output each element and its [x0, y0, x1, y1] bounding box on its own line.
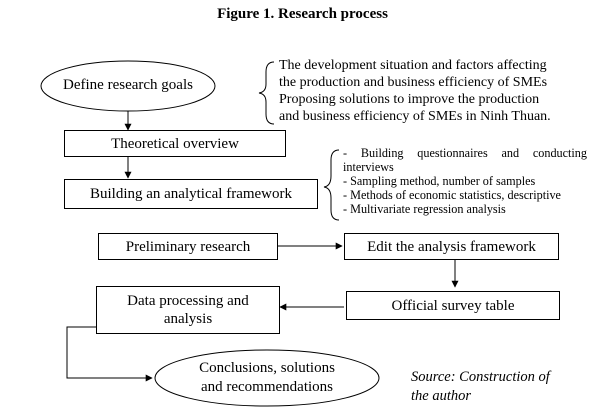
- framework-note-line-3: - Sampling method, number of samples: [343, 174, 536, 188]
- framework-note-line-2: interviews: [343, 160, 394, 174]
- framework-note-line-4: - Methods of economic statistics, descri…: [343, 188, 561, 202]
- framework-note-line-5: - Multivariate regression analysis: [343, 202, 506, 216]
- framework-note: - Building questionnaires and conducting…: [343, 146, 587, 216]
- official-survey-label: Official survey table: [391, 297, 515, 314]
- goals-note: The development situation and factors af…: [279, 57, 579, 125]
- define-goals-label: Define research goals: [63, 77, 193, 93]
- source-note: Source: Construction of the author: [411, 368, 601, 406]
- theoretical-overview-label: Theoretical overview: [111, 135, 239, 152]
- preliminary-research-label: Preliminary research: [125, 238, 251, 255]
- figure-title: Figure 1. Research process: [217, 6, 388, 22]
- data-processing-box: Data processing and analysis: [96, 286, 280, 334]
- source-line-2: the author: [411, 388, 472, 404]
- official-survey-box: Official survey table: [346, 291, 560, 320]
- conclusions-ellipse: [154, 349, 380, 407]
- data-processing-line-1: Data processing and: [127, 293, 249, 309]
- framework-note-brace: [323, 149, 340, 221]
- data-processing-line-2: analysis: [163, 311, 213, 327]
- source-line-1: Source: Construction of: [411, 369, 550, 385]
- goals-note-brace: [258, 61, 275, 125]
- theoretical-overview-box: Theoretical overview: [64, 130, 286, 157]
- framework-note-line-1: - Building questionnaires and conducting: [343, 146, 587, 160]
- edit-framework-label: Edit the analysis framework: [367, 238, 536, 255]
- goals-note-line-4: and business efficiency of SMEs in Ninh …: [279, 109, 551, 124]
- analytical-framework-label: Building an analytical framework: [89, 186, 293, 202]
- edit-framework-box: Edit the analysis framework: [344, 233, 559, 260]
- preliminary-research-box: Preliminary research: [98, 233, 278, 260]
- analytical-framework-box: Building an analytical framework: [64, 179, 318, 209]
- arrow-data-to-conclusions: [66, 326, 153, 382]
- goals-note-line-1: The development situation and factors af…: [279, 58, 547, 73]
- goals-note-line-3: Proposing solutions to improve the produ…: [279, 92, 540, 107]
- conclusions-line-2: and recommendations: [200, 379, 334, 395]
- conclusions-label: Conclusions, solutions and recommendatio…: [155, 359, 379, 397]
- conclusions-line-1: Conclusions, solutions: [199, 360, 335, 376]
- goals-note-line-2: the production and business efficiency o…: [279, 75, 548, 90]
